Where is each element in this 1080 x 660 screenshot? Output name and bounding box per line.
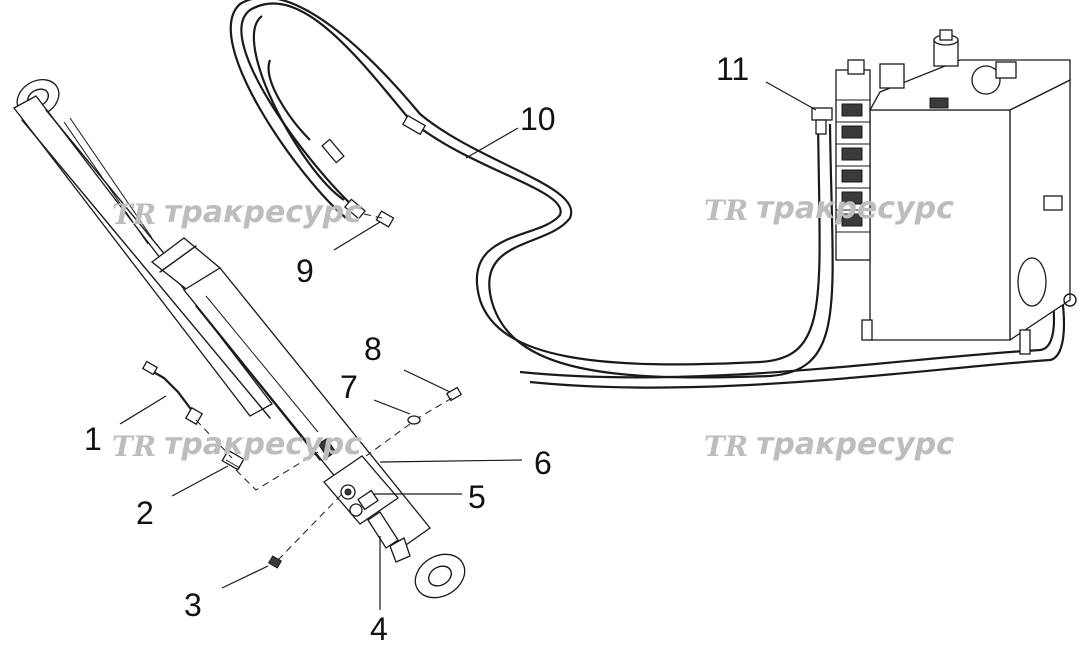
callout-3: 3 — [184, 587, 202, 623]
callout-1: 1 — [84, 421, 102, 457]
watermark-1: TR тракресурс — [112, 195, 362, 231]
hydraulic-tank-valve-unit — [811, 29, 1077, 355]
fitting-9 — [375, 210, 395, 228]
watermark-text: тракресурс — [756, 427, 954, 462]
watermark-4: TR тракресурс — [704, 427, 954, 463]
long-hose-10 — [229, 0, 834, 379]
adapter-2 — [221, 449, 245, 471]
tee-fitting-11 — [811, 107, 833, 135]
watermark-logo: TR — [112, 430, 156, 463]
callout-8: 8 — [364, 331, 382, 367]
watermark-logo: TR — [704, 430, 748, 463]
watermark-text: тракресурс — [756, 191, 954, 226]
callout-5: 5 — [468, 479, 486, 515]
callout-labels: 1 2 3 4 5 6 7 8 9 10 11 — [84, 51, 749, 647]
callout-10: 10 — [520, 101, 556, 137]
bolt-3 — [267, 555, 283, 569]
callout-9: 9 — [296, 253, 314, 289]
hydraulic-cylinder — [13, 78, 466, 599]
washer-7 — [407, 415, 421, 425]
valve-stack — [835, 59, 905, 261]
watermark-2: TR тракресурс — [704, 191, 954, 227]
short-tube-1 — [141, 360, 204, 426]
leader-lines — [119, 81, 817, 610]
plug-8 — [445, 386, 463, 402]
watermark-logo: TR — [112, 198, 156, 231]
callout-11: 11 — [716, 51, 749, 87]
callout-2: 2 — [136, 495, 154, 531]
watermark-text: тракресурс — [164, 195, 362, 230]
watermark-logo: TR — [704, 194, 748, 227]
watermark-3: TR тракресурс — [112, 427, 362, 463]
callout-4: 4 — [370, 611, 388, 647]
callout-7: 7 — [340, 369, 358, 405]
callout-6: 6 — [534, 445, 552, 481]
watermark-text: тракресурс — [164, 427, 362, 462]
